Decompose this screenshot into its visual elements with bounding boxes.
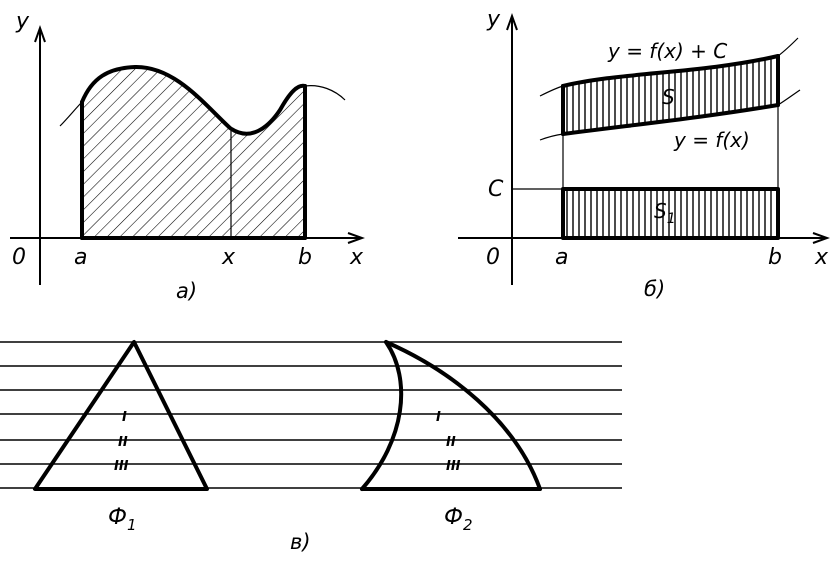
panel-a-label-a: a xyxy=(74,245,87,270)
panel-b-label-x: x xyxy=(814,245,829,270)
panel-a-label-origin: 0 xyxy=(12,245,26,270)
panel-v-shape-right xyxy=(384,340,542,491)
panel-v-caption: в) xyxy=(290,530,311,554)
panel-b-label-s1: S1 xyxy=(654,199,676,227)
panel-a-label-xpt: x xyxy=(221,245,236,270)
panel-b-label-a: a xyxy=(555,245,568,270)
panel-b-region-s1-border xyxy=(561,187,780,240)
panel-a-caption: а) xyxy=(176,279,197,303)
panel-b-label-b: b xyxy=(768,245,782,270)
panel-b-label-lower: y = f(x) xyxy=(673,128,750,152)
panel-b-lower-right-tail xyxy=(777,89,801,106)
panel-v-shape-left xyxy=(360,340,404,491)
panel-v: I II III I II III Ф1 Ф2 в) xyxy=(0,340,622,554)
panel-v-tri-mark-2: II xyxy=(118,435,128,450)
panel-b-label-y: y xyxy=(486,7,501,32)
panel-b-y-arrow xyxy=(506,13,518,31)
panel-b-upper-curve xyxy=(561,54,780,88)
panel-a-curve-left-tail xyxy=(59,101,83,127)
panel-b-upper-left-tail xyxy=(539,85,564,97)
panel-b-lower-left-tail xyxy=(539,133,564,141)
panel-b-region-s xyxy=(563,56,778,134)
panel-b-x-arrow xyxy=(812,232,830,244)
panel-b-lower-curve xyxy=(561,103,780,136)
panel-a-curve xyxy=(80,64,307,136)
panel-a-label-x: x xyxy=(349,245,364,270)
panel-v-shape-mark-2: II xyxy=(446,435,456,450)
panel-v-label-fig2: Ф2 xyxy=(444,505,473,534)
panel-v-tri-mark-3: III xyxy=(114,459,129,474)
panel-v-shape-mark-3: III xyxy=(446,459,461,474)
panel-a-label-y: y xyxy=(15,9,30,34)
panel-b-region-s1 xyxy=(563,189,778,238)
panel-a: y x 0 a x b а) xyxy=(10,9,365,303)
panel-a-label-b: b xyxy=(298,245,312,270)
panel-v-tri-mark-1: I xyxy=(122,410,127,425)
panel-v-shape-mark-1: I xyxy=(436,410,441,425)
panel-b-label-s: S xyxy=(662,85,675,109)
panel-b-label-c: C xyxy=(488,177,504,202)
panel-a-x-arrow xyxy=(347,232,365,244)
panel-b-upper-right-tail xyxy=(777,37,799,57)
panel-v-label-fig1: Ф1 xyxy=(108,505,137,534)
panel-b-label-origin: 0 xyxy=(486,245,500,270)
panel-v-triangle xyxy=(33,340,209,491)
panel-b-caption: б) xyxy=(644,277,665,301)
panel-b: y x 0 a b C y = f(x) + C y = f(x) S S1 б… xyxy=(458,7,830,301)
panel-a-curve-right-tail xyxy=(304,85,346,101)
panel-b-label-upper: y = f(x) + C xyxy=(607,39,727,63)
panel-a-y-arrow xyxy=(34,25,46,43)
panel-a-hatched-area xyxy=(82,66,305,238)
